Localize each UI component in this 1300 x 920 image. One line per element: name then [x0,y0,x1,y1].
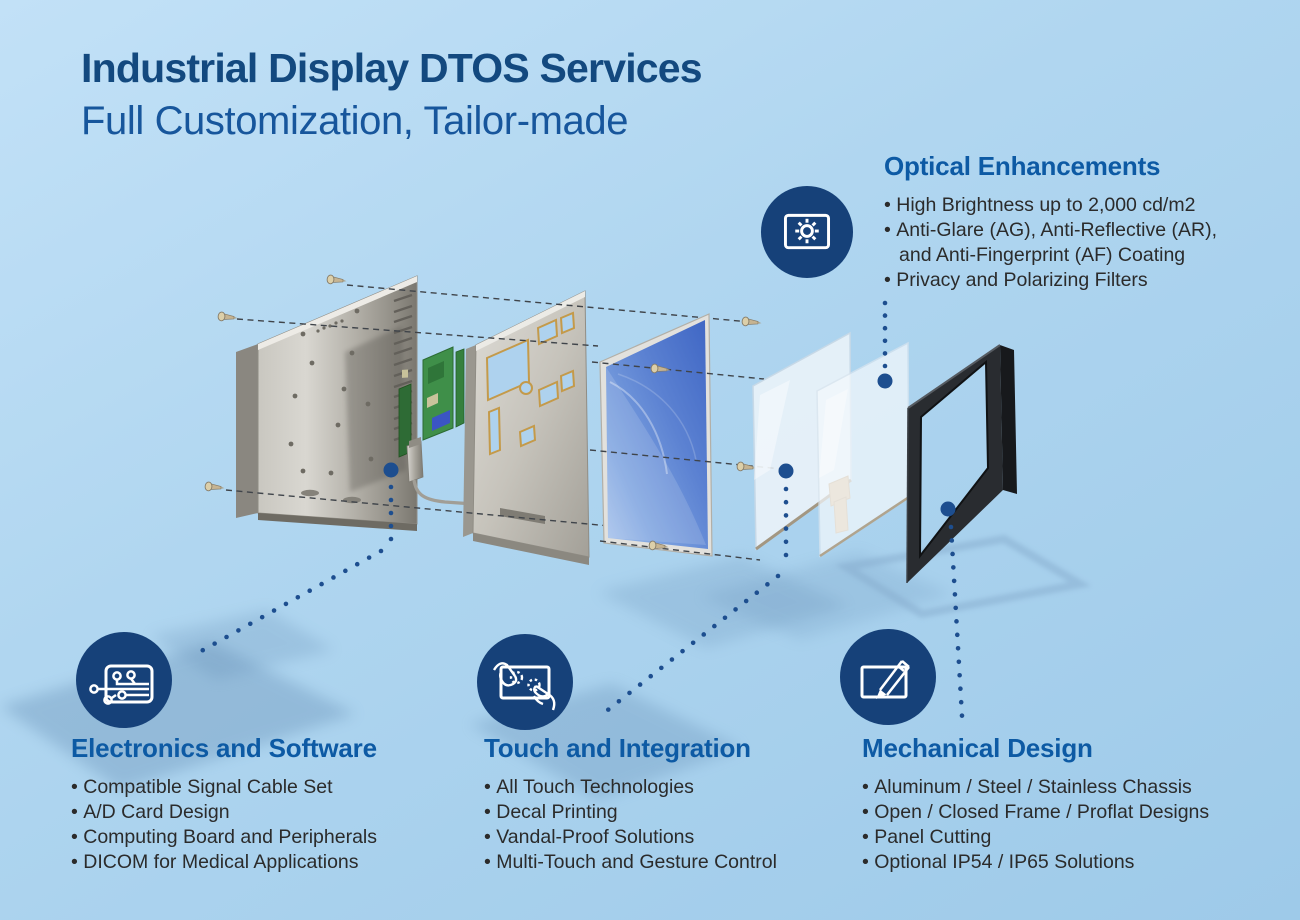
bullet-item: Aluminum / Steel / Stainless Chassis [862,775,1272,800]
back-chassis-panel [236,275,418,531]
bullet-item: Optional IP54 / IP65 Solutions [862,850,1272,875]
ground-shadows [0,552,952,800]
bezel-ground-shadow [834,534,1092,619]
bullet-item: All Touch Technologies [484,775,870,800]
connector-endpoint-dot [877,373,893,389]
bullet-item: Open / Closed Frame / Proflat Designs [862,800,1272,825]
bullet-item: Computing Board and Peripherals [71,825,471,850]
controller-boards [398,346,584,518]
bullet-list: High Brightness up to 2,000 cd/m2 Anti-G… [884,193,1256,293]
section-mechanical-design: Mechanical Design Aluminum / Steel / Sta… [862,733,1272,875]
connector-endpoint-dot [383,462,399,478]
bullet-item: Multi-Touch and Gesture Control [484,850,870,875]
bullet-item: Vandal-Proof Solutions [484,825,870,850]
connector-endpoint-dot [940,501,956,517]
front-bezel-frame [906,344,1017,584]
section-optical-enhancements: Optical Enhancements High Brightness up … [884,151,1256,293]
section-electronics-software: Electronics and Software Compatible Sign… [71,733,471,875]
bullet-list: Compatible Signal Cable Set A/D Card Des… [71,775,471,875]
bullet-item: Decal Printing [484,800,870,825]
touch-gesture-icon [477,634,573,730]
section-title: Mechanical Design [862,733,1093,763]
bullet-item: Panel Cutting [862,825,1272,850]
assembly-dashed-lines-rear [225,284,751,531]
section-title: Optical Enhancements [884,151,1161,181]
page-title: Industrial Display DTOS Services [81,45,703,91]
page-title-block: Industrial Display DTOS Services Full Cu… [81,45,703,144]
section-title: Electronics and Software [71,733,377,763]
bullet-item: DICOM for Medical Applications [71,850,471,875]
bullet-item: Anti-Glare (AG), Anti-Reflective (AR),an… [884,218,1256,268]
bullet-list: All Touch Technologies Decal Printing Va… [484,775,870,875]
bullet-item: A/D Card Design [71,800,471,825]
bullet-list: Aluminum / Steel / Stainless Chassis Ope… [862,775,1272,875]
bullet-item: High Brightness up to 2,000 cd/m2 [884,193,1256,218]
section-title: Touch and Integration [484,733,751,763]
signal-cable [412,479,531,510]
middle-metal-frame [463,290,590,565]
section-touch-integration: Touch and Integration All Touch Technolo… [484,733,870,875]
connector-endpoint-dot [778,463,794,479]
lcd-panel [599,313,713,557]
bullet-item: Privacy and Polarizing Filters [884,268,1256,293]
bullet-item: Compatible Signal Cable Set [71,775,471,800]
page-subtitle: Full Customization, Tailor-made [81,99,629,144]
pencil-design-icon [840,629,936,725]
circuit-board-icon [76,632,172,728]
callout-connectors [200,300,965,718]
display-brightness-icon [760,185,854,279]
